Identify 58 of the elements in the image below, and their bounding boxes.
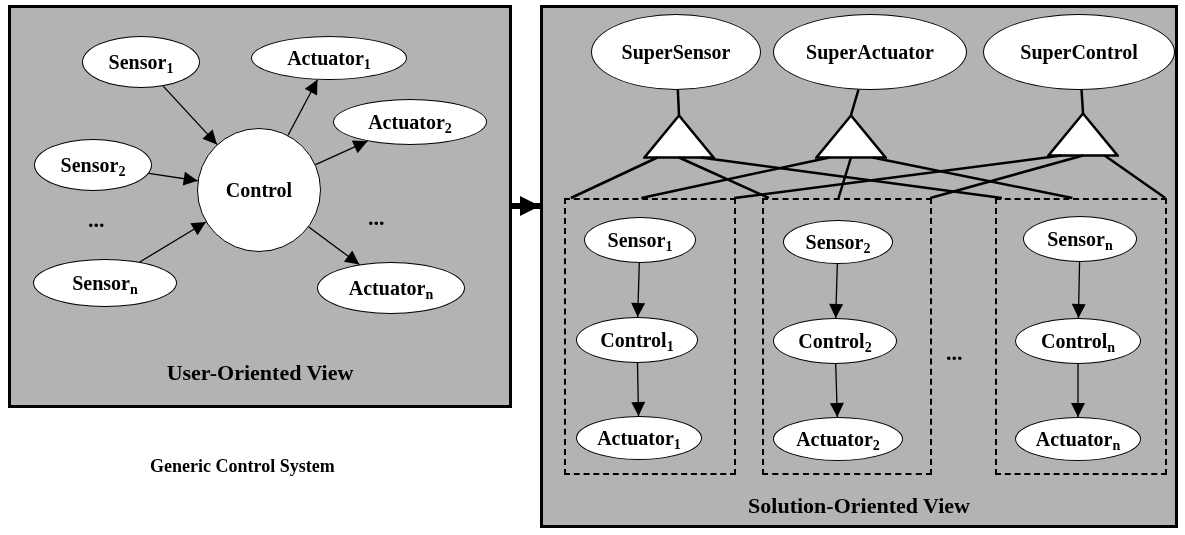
node-label: SuperActuator bbox=[806, 40, 934, 64]
connector-line bbox=[929, 154, 1084, 200]
arrow bbox=[1071, 363, 1085, 418]
connector-line bbox=[678, 156, 770, 200]
node-label: Actuator$_{n}$ bbox=[348, 276, 434, 300]
panel-title: User-Oriented View bbox=[166, 360, 354, 385]
connector-line bbox=[734, 154, 1062, 200]
connector-line bbox=[676, 89, 681, 116]
dashed-group-box bbox=[564, 198, 736, 475]
connector-line bbox=[570, 156, 658, 200]
arrow bbox=[314, 140, 369, 166]
connector-line bbox=[1080, 89, 1085, 114]
node-label: Actuator$_{1}$ bbox=[287, 46, 371, 70]
thick-arrow bbox=[512, 196, 540, 216]
node-label: SuperSensor bbox=[621, 40, 731, 64]
arrow bbox=[308, 226, 360, 266]
connector-line bbox=[837, 157, 853, 199]
node-label: Sensor$_{n}$ bbox=[72, 271, 138, 295]
node-label: Actuator$_{2}$ bbox=[796, 427, 880, 451]
node-label: Sensor$_{2}$ bbox=[805, 230, 871, 254]
ellipsis-mark: ... bbox=[946, 340, 963, 366]
node-label: Actuator$_{1}$ bbox=[597, 426, 681, 450]
node-label: Sensor$_{1}$ bbox=[607, 228, 673, 252]
node-label: Control$_{2}$ bbox=[798, 329, 872, 353]
node-label: Actuator$_{2}$ bbox=[368, 110, 452, 134]
connector-line bbox=[700, 156, 1003, 200]
dashed-group-box bbox=[995, 198, 1167, 475]
view-panel bbox=[8, 5, 512, 408]
connector-line bbox=[872, 156, 1073, 200]
arrow bbox=[829, 363, 844, 418]
node-label: Sensor$_{2}$ bbox=[60, 153, 126, 177]
node-label: Control$_{n}$ bbox=[1040, 329, 1116, 353]
triangle-symbol bbox=[815, 114, 887, 159]
node-label: Sensor$_{1}$ bbox=[108, 50, 174, 74]
ellipsis-mark: ... bbox=[368, 205, 385, 231]
arrow bbox=[829, 263, 844, 319]
connector-line bbox=[1103, 154, 1166, 200]
panel-title: Solution-Oriented View bbox=[748, 493, 970, 518]
caption-text: Generic Control System bbox=[150, 456, 335, 477]
arrow bbox=[148, 171, 199, 186]
node-label: Control$_{1}$ bbox=[600, 328, 674, 352]
connector-line bbox=[641, 156, 830, 200]
node-label: Control bbox=[225, 178, 293, 202]
dashed-group-box bbox=[762, 198, 932, 475]
arrow bbox=[631, 262, 646, 318]
arrow bbox=[139, 221, 207, 263]
node-label: Sensor$_{n}$ bbox=[1047, 227, 1113, 251]
arrow bbox=[287, 79, 319, 136]
view-panel bbox=[540, 5, 1178, 528]
arrow bbox=[162, 85, 218, 146]
node-label: SuperControl bbox=[1020, 40, 1138, 64]
ellipsis-mark: ... bbox=[88, 207, 105, 233]
node-label: Actuator$_{n}$ bbox=[1035, 427, 1121, 451]
arrow bbox=[1071, 261, 1086, 319]
connector-line bbox=[849, 89, 860, 116]
triangle-symbol bbox=[1047, 112, 1119, 157]
triangle-symbol bbox=[643, 114, 715, 159]
arrow bbox=[631, 362, 646, 417]
